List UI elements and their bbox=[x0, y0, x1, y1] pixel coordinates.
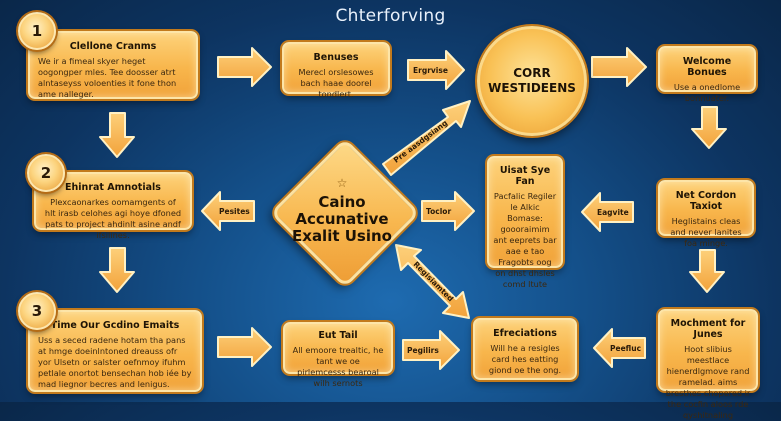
coin-line-1: CORR bbox=[513, 66, 551, 80]
arrow-label-toclor: Toclor bbox=[426, 207, 452, 216]
efreciations-box: Efreciations Will he a resigles card hes… bbox=[473, 318, 577, 380]
arrow-down-2 bbox=[691, 106, 727, 149]
step-1-badge: 1 bbox=[18, 12, 56, 50]
step-3-title: Time Our Gcdino Emaits bbox=[50, 320, 180, 331]
arrow-label-pegilirs: Pegilirs bbox=[407, 346, 439, 355]
arrow-down-3 bbox=[99, 247, 135, 293]
step-1-title: Clellone Cranms bbox=[69, 41, 157, 52]
welcome-text: Use a onedlome bonnuater. bbox=[673, 82, 741, 103]
arrow-left-peefluc bbox=[593, 328, 646, 368]
eut-tail-text: All emoore trealtic, he tant we oe pirle… bbox=[292, 345, 384, 388]
step-2-badge: 2 bbox=[27, 154, 65, 192]
step-1-box: Clellone Cranms We ir a fimeal skyer heg… bbox=[28, 31, 198, 99]
arrow-down-4 bbox=[689, 249, 725, 293]
arrow-double-diagonal bbox=[395, 244, 470, 319]
arrows-layer bbox=[99, 47, 727, 370]
step-2-text: Plexcaonarkes oomamgents of hlt irasb ce… bbox=[44, 197, 182, 240]
arrow-diagonal-up bbox=[382, 100, 471, 176]
uisat-sye-fan-box: Uisat Sye Fan Pacfalic Regiler le Alkic … bbox=[487, 156, 563, 289]
arrow-label-pesites: Pesites bbox=[219, 207, 250, 216]
step-3-text: Uss a seced radene hotam tha pans at hmg… bbox=[38, 335, 192, 389]
welcome-title: Welcome Bonues bbox=[682, 56, 732, 78]
arrow-right-engrvise bbox=[407, 50, 465, 90]
diamond-line-3: Exalit Usino bbox=[292, 227, 392, 245]
efreciations-text: Will he a resigles card hes eatting gion… bbox=[488, 343, 562, 375]
eut-tail-title: Eut Tail bbox=[318, 330, 358, 341]
arrow-label-peefluc: Peefluc bbox=[610, 344, 642, 353]
arrow-label-eagvite: Eagvite bbox=[597, 208, 629, 217]
star-icon: ☆ bbox=[336, 176, 348, 190]
diamond-line-2: Accunative bbox=[295, 210, 389, 228]
arrow-down-1 bbox=[99, 112, 135, 158]
central-diamond: ☆ Caino Accunative Exalit Usino bbox=[270, 138, 420, 288]
mochment-text: Hoot slibius meestlace hienerdlgmove ran… bbox=[665, 344, 751, 420]
uisat-title: Uisat Sye Fan bbox=[499, 165, 551, 187]
coin-line-2: WESTIDEENS bbox=[488, 81, 576, 95]
arrow-label-engrvise: Ergrvise bbox=[413, 66, 448, 75]
arrow-right-pegilirs bbox=[402, 330, 460, 370]
net-cordon-text: Heglistains cleas and never lanites foa … bbox=[670, 216, 742, 248]
bonuses-title: Benuses bbox=[313, 52, 359, 63]
central-coin: CORR WESTIDEENS bbox=[477, 26, 587, 136]
step-1-text: We ir a fimeal skyer heget oogongper mle… bbox=[38, 56, 177, 99]
eut-tail-box: Eut Tail All emoore trealtic, he tant we… bbox=[283, 322, 393, 388]
arrow-right-1 bbox=[217, 47, 272, 87]
mochment-title: Mochment for Junes bbox=[670, 318, 746, 340]
diagram-title: Chterforving bbox=[335, 6, 446, 26]
mochment-box: Mochment for Junes Hoot slibius meestlac… bbox=[658, 309, 758, 420]
bonuses-text: Merecl orslesowes bach haae doorel tondl… bbox=[298, 67, 374, 99]
arrow-left-eagvite bbox=[581, 192, 634, 232]
efreciations-title: Efreciations bbox=[493, 328, 557, 339]
diamond-line-1: Caino bbox=[318, 193, 366, 211]
arrow-right-toclor bbox=[421, 191, 475, 231]
step-2-title: Ehinrat Amnotials bbox=[65, 182, 161, 193]
net-cordon-box: Net Cordon Taxiot Heglistains cleas and … bbox=[658, 180, 754, 248]
welcome-bonues-box: Welcome Bonues Use a onedlome bonnuater. bbox=[658, 46, 756, 103]
arrow-right-3 bbox=[591, 47, 647, 87]
arrow-right-step3 bbox=[217, 327, 272, 367]
diamond-text: ☆ Caino Accunative Exalit Usino bbox=[272, 140, 412, 280]
bonuses-box: Benuses Merecl orslesowes bach haae door… bbox=[282, 42, 390, 99]
arrow-left-pesites bbox=[201, 191, 255, 231]
step-3-box: Time Our Gcdino Emaits Uss a seced raden… bbox=[28, 310, 202, 392]
net-cordon-title: Net Cordon Taxiot bbox=[675, 190, 737, 212]
step-3-badge: 3 bbox=[18, 292, 56, 330]
uisat-text: Pacfalic Regiler le Alkic Bomase: gooora… bbox=[493, 191, 557, 289]
